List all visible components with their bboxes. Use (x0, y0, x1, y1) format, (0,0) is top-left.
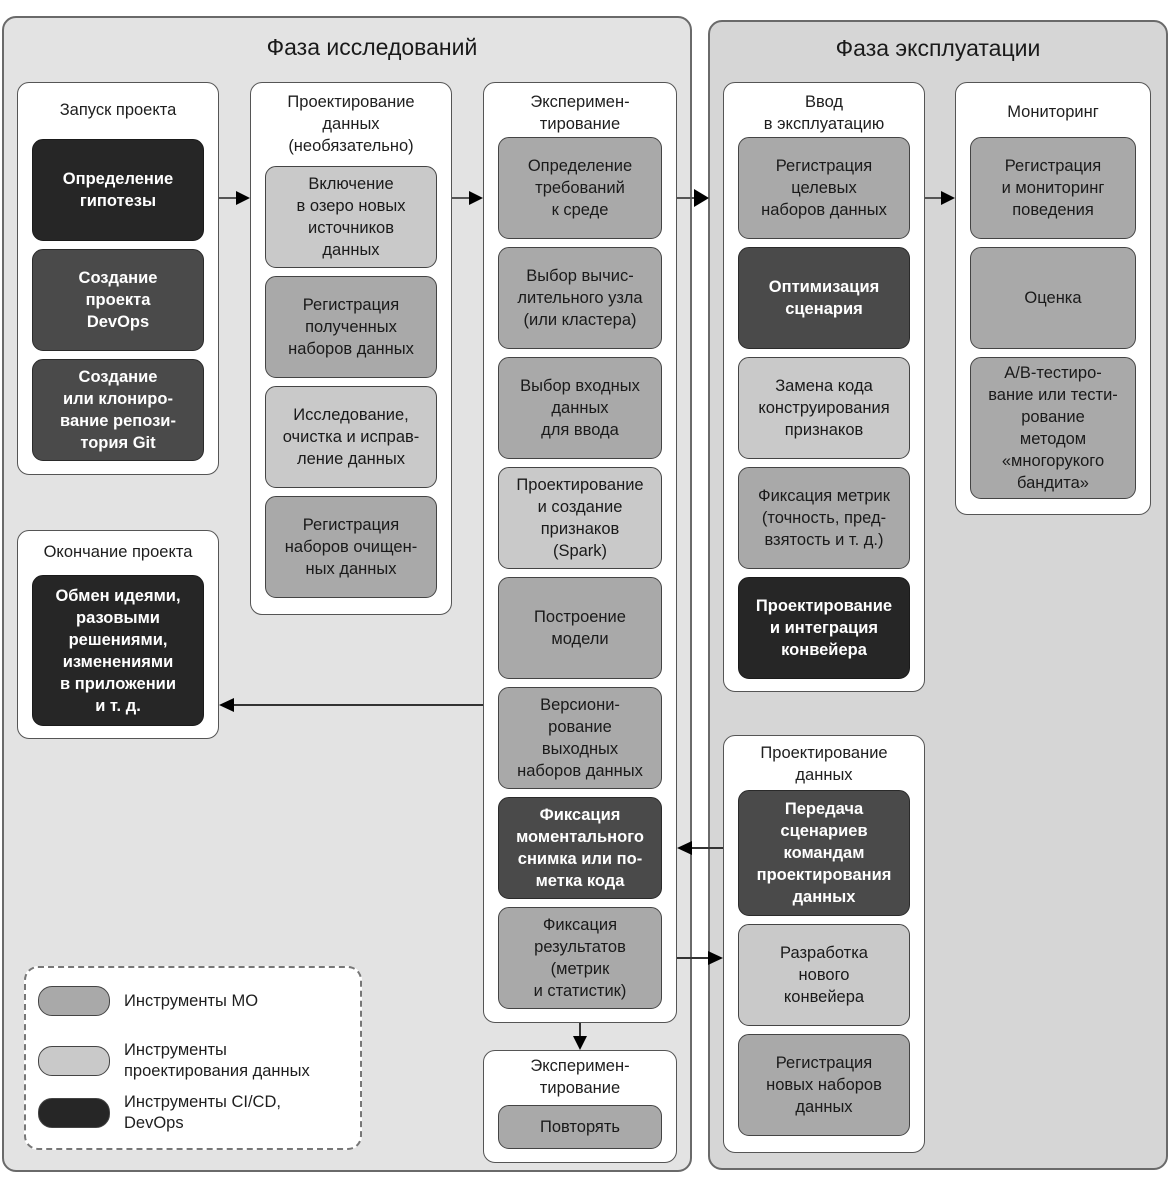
phase-research-title: Фаза исследований (266, 34, 478, 60)
group-title: Окончание проекта (43, 543, 193, 561)
card-pipeline-integration[interactable]: Проектирование и интеграция конвейера (738, 577, 910, 679)
card-evaluate[interactable]: Оценка (970, 247, 1136, 349)
legend-label: Инструменты МО (124, 991, 259, 1010)
card-define-hypothesis[interactable]: Определение гипотезы (32, 139, 204, 241)
card-hand-off-scripts[interactable]: Передача сценариев командам проектирован… (738, 790, 910, 916)
phase-operations-title: Фаза эксплуатации (835, 35, 1041, 61)
group-title: Мониторинг (1007, 103, 1099, 121)
legend-swatch-ml (38, 986, 110, 1016)
card-share-ideas[interactable]: Обмен идеями, разовыми решениями, измене… (32, 575, 204, 726)
group-title: Проектирование данных (760, 744, 888, 784)
legend-label: Инструменты проектирования данных (124, 1041, 310, 1080)
card-develop-new-pipeline[interactable]: Разработка нового конвейера (738, 924, 910, 1026)
card-create-devops-project[interactable]: Создание проекта DevOps (32, 249, 204, 351)
group-experimentation: Эксперимен- тирование Определение требов… (483, 82, 677, 1023)
card-snapshot-tag-code[interactable]: Фиксация моментального снимка или по- ме… (498, 797, 662, 899)
group-deployment: Ввод в эксплуатацию Регистрация целевых … (723, 82, 925, 692)
card-ab-testing[interactable]: A/B-тестиро- вание или тести- рование ме… (970, 357, 1136, 499)
card-ingest-data-lake[interactable]: Включение в озеро новых источников данны… (265, 166, 437, 268)
group-title: Проектирование данных (необязательно) (287, 93, 415, 155)
card-register-cleaned-datasets[interactable]: Регистрация наборов очищен- ных данных (265, 496, 437, 598)
group-project-start: Запуск проекта Определение гипотезы Созд… (17, 82, 219, 475)
group-title: Запуск проекта (59, 101, 177, 119)
card-version-output-datasets[interactable]: Версиони- рование выходных наборов данны… (498, 687, 662, 789)
group-data-engineering-ops: Проектирование данных Передача сценариев… (723, 735, 925, 1153)
card-repeat[interactable]: Повторять (498, 1105, 662, 1149)
card-replace-feature-code[interactable]: Замена кода конструирования признаков (738, 357, 910, 459)
legend-item-ml: Инструменты МО (38, 986, 258, 1016)
legend-swatch-data-engineering (38, 1046, 110, 1076)
card-register-target-datasets[interactable]: Регистрация целевых наборов данных (738, 137, 910, 239)
legend-item-data-engineering: Инструменты проектирования данных (38, 1040, 310, 1082)
group-title: Эксперимен- тирование (530, 93, 630, 133)
card-register-acquired-datasets[interactable]: Регистрация полученных наборов данных (265, 276, 437, 378)
card-select-compute[interactable]: Выбор вычис- лительного узла (или класте… (498, 247, 662, 349)
legend-swatch-cicd (38, 1098, 110, 1128)
group-title: Ввод в эксплуатацию (763, 93, 885, 133)
card-feature-engineering[interactable]: Проектирование и создание признаков (Spa… (498, 467, 662, 569)
card-explore-clean-data[interactable]: Исследование, очистка и исправ- ление да… (265, 386, 437, 488)
group-data-engineering-optional: Проектирование данных (необязательно) Вк… (250, 82, 452, 615)
card-register-monitor-behavior[interactable]: Регистрация и мониторинг поведения (970, 137, 1136, 239)
card-define-environment[interactable]: Определение требований к среде (498, 137, 662, 239)
legend-label: Инструменты CI/CD, DevOps (124, 1093, 281, 1132)
group-monitoring: Мониторинг Регистрация и мониторинг пове… (955, 82, 1151, 515)
legend-item-cicd: Инструменты CI/CD, DevOps (38, 1092, 281, 1134)
group-experimentation-repeat: Эксперимен- тирование Повторять (483, 1050, 677, 1163)
card-build-model[interactable]: Построение модели (498, 577, 662, 679)
card-create-git-repo[interactable]: Создание или клониро- вание репози- тори… (32, 359, 204, 461)
legend: Инструменты МО Инструменты проектировани… (24, 966, 362, 1150)
group-project-end: Окончание проекта Обмен идеями, разовыми… (17, 530, 219, 739)
group-title: Эксперимен- тирование (530, 1057, 630, 1097)
card-register-new-datasets[interactable]: Регистрация новых наборов данных (738, 1034, 910, 1136)
card-select-input-data[interactable]: Выбор входных данных для ввода (498, 357, 662, 459)
card-optimize-script[interactable]: Оптимизация сценария (738, 247, 910, 349)
card-log-metrics[interactable]: Фиксация метрик (точность, пред- взятост… (738, 467, 910, 569)
arrowhead-right (694, 189, 709, 207)
card-log-results[interactable]: Фиксация результатов (метрик и статистик… (498, 907, 662, 1009)
